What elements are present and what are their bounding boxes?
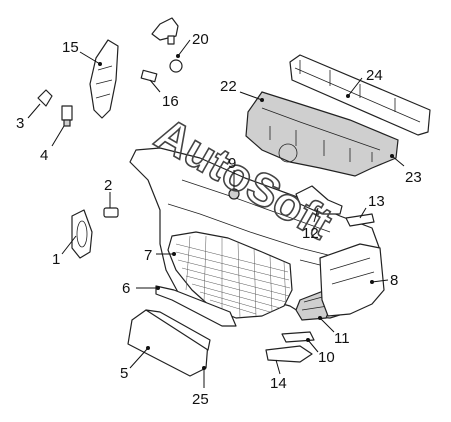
part-14-side-lamp xyxy=(265,345,313,363)
callout-2: 2 xyxy=(104,177,112,208)
part-10-reflector xyxy=(281,331,315,343)
part-7-grille xyxy=(167,231,293,319)
label-8: 8 xyxy=(390,272,398,289)
callout-23: 23 xyxy=(390,154,422,186)
part-6-molding xyxy=(155,285,237,327)
callout-5: 5 xyxy=(120,346,150,382)
part-24-upper-beam xyxy=(289,54,431,136)
part-4-lamp-bulb xyxy=(61,105,73,127)
callout-25: 25 xyxy=(192,366,209,408)
label-22: 22 xyxy=(220,78,237,95)
label-24: 24 xyxy=(366,67,383,84)
label-10: 10 xyxy=(318,349,335,366)
callout-24: 24 xyxy=(346,67,383,98)
label-5: 5 xyxy=(120,365,128,382)
part-12-bracket xyxy=(295,185,343,215)
callout-6: 6 xyxy=(122,280,160,297)
callout-11: 11 xyxy=(318,316,350,347)
label-23: 23 xyxy=(405,169,422,186)
label-20: 20 xyxy=(192,31,209,48)
callout-7: 7 xyxy=(144,247,176,264)
label-2: 2 xyxy=(104,177,112,194)
part-22-23-absorber xyxy=(245,91,399,177)
part-13-bracket xyxy=(345,213,375,227)
label-1: 1 xyxy=(52,251,60,268)
part-1-fog-lamp xyxy=(71,209,93,259)
callout-20: 20 xyxy=(176,31,209,58)
part-16-bolt xyxy=(140,59,183,83)
callout-14: 14 xyxy=(270,359,287,392)
label-6: 6 xyxy=(122,280,130,297)
label-7: 7 xyxy=(144,247,152,264)
label-9: 9 xyxy=(228,155,236,172)
callout-16: 16 xyxy=(149,79,179,110)
label-25: 25 xyxy=(192,391,209,408)
part-8-side-extension xyxy=(319,243,385,317)
label-12: 12 xyxy=(302,225,319,242)
label-16: 16 xyxy=(162,93,179,110)
part-20-clip xyxy=(151,17,179,45)
callout-13: 13 xyxy=(359,193,385,219)
label-15: 15 xyxy=(62,39,79,56)
label-4: 4 xyxy=(40,147,48,164)
part-2-socket xyxy=(103,207,119,218)
callout-4: 4 xyxy=(40,125,65,164)
callout-10: 10 xyxy=(306,338,335,366)
callout-8: 8 xyxy=(370,272,398,289)
callout-12: 12 xyxy=(302,207,319,242)
callout-15: 15 xyxy=(62,39,102,66)
callout-22: 22 xyxy=(220,78,264,102)
label-13: 13 xyxy=(368,193,385,210)
callout-1: 1 xyxy=(52,235,77,268)
label-14: 14 xyxy=(270,375,287,392)
label-3: 3 xyxy=(16,115,24,132)
part-15-side-bracket xyxy=(89,39,119,119)
part-3-cap xyxy=(37,89,53,107)
label-11: 11 xyxy=(334,330,350,347)
callout-3: 3 xyxy=(16,103,41,132)
callout-9: 9 xyxy=(228,155,236,189)
part-25-plate-bracket xyxy=(145,309,211,351)
